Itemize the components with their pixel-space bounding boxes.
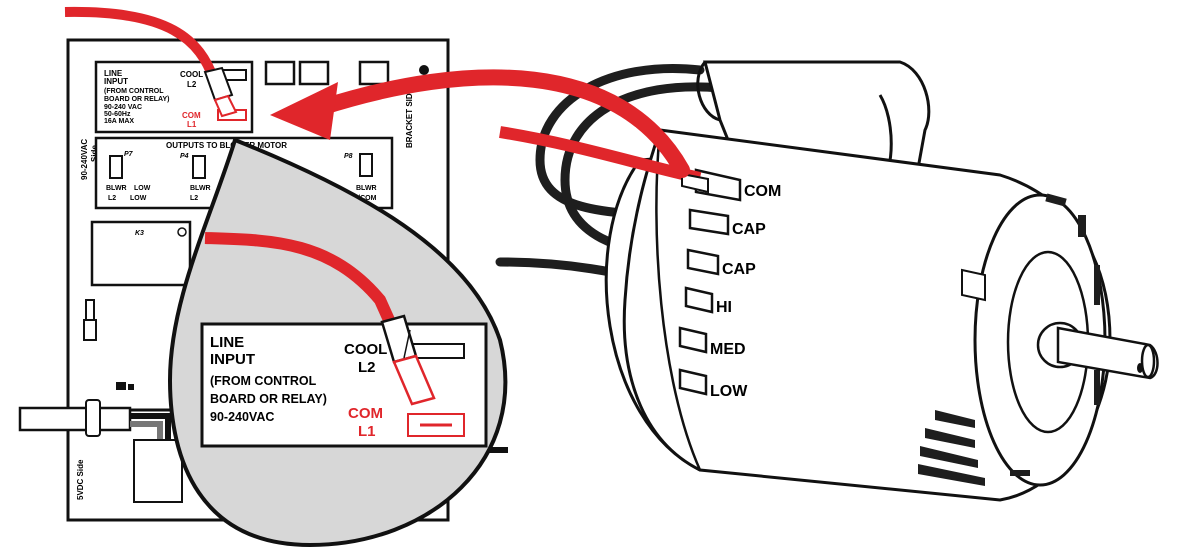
line-input-box: LINE INPUT (FROM CONTROL BOARD OR RELAY)… [94,60,254,134]
harness-plug [18,406,132,432]
terminal-label-cap-1: CAP [732,221,766,238]
top-connector-1 [264,60,296,86]
vent-1 [1045,193,1067,207]
cool-label: COOL [180,70,203,79]
arrow-shaft [312,69,690,178]
l2-label: L2 [187,80,197,89]
connector-p7-line4: LOW [130,195,147,202]
connector-p8-line1: BLWR [356,185,377,192]
terminal-label-low: LOW [710,383,748,400]
magnifier-callout: LINE INPUT (FROM CONTROL BOARD OR RELAY)… [167,137,508,548]
black-wire-cap-1 [535,64,705,220]
terminal-label-cap-2: CAP [722,261,756,278]
zoom-line-4: BOARD OR RELAY) [210,392,327,406]
com-wire-connector [681,172,709,194]
line-input-title-1: LINE [104,69,123,78]
fuse [83,319,97,341]
mounting-hole [419,65,429,75]
connector-p7 [109,155,123,179]
motor-base-vents [918,410,985,486]
top-connector-3 [358,60,390,86]
terminal-low [678,368,708,396]
vent-4 [1094,370,1100,405]
terminal-hi [684,286,714,314]
line-input-title-2: INPUT [104,77,128,86]
connector-p7-line3: L2 [108,195,116,202]
small-part-2 [128,384,134,390]
bracket-side-label: BRACKET SIDE [405,87,414,148]
zoom-line-5: 90-240VAC [210,410,274,424]
side-label-vac: 90-240VAC [80,139,89,180]
zoom-l1-label: L1 [358,423,376,440]
zoom-cool-label: COOL [344,341,387,358]
line-input-line-3: (FROM CONTROL [104,88,164,95]
zoom-connector-detail [403,329,411,359]
terminal-med [678,326,708,354]
vent-2 [1078,215,1086,237]
relay-dot [177,227,187,237]
vent-3 [1094,265,1100,305]
connector-p4-id: P4 [180,153,189,160]
red-arrow [270,69,690,178]
line-input-line-6: 50-60Hz [104,111,131,118]
vent-5 [1010,470,1030,476]
zoom-l2-terminal [411,343,465,359]
motor-tab [961,268,986,302]
arrow-head [270,82,338,140]
connector-p7-id: P7 [124,151,134,158]
zoom-title-2: INPUT [210,351,255,368]
terminal-cap-2 [686,248,720,276]
connector-p8 [359,153,373,177]
top-connector-2 [298,60,330,86]
connector-p4-line1: BLWR [190,185,211,192]
relay-k3: K3 [90,220,192,287]
outputs-header: OUTPUTS TO BLOWER MOTOR [166,141,287,150]
line-input-wire-connector [203,66,234,102]
connector-p7-line1: BLWR [106,185,127,192]
line-input-wire [64,6,219,82]
terminal-label-hi: HI [716,299,732,316]
capacitor-edge [696,61,721,122]
base-vent-4 [918,464,985,486]
terminal-cap-1 [688,208,730,236]
base-vent-3 [920,446,978,468]
zoom-wire [204,232,404,343]
side-label-vac-sub: Side [90,145,99,162]
terminal-label-med: MED [710,341,746,358]
line-input-wire-plug [213,94,238,118]
line-input-line-4: BOARD OR RELAY) [104,96,169,103]
top-connectors [264,60,390,86]
base-vent-2 [925,428,975,448]
motor-vents [1010,193,1100,476]
zoom-l2-label: L2 [358,359,376,376]
connector-p7-line2: LOW [134,185,151,192]
harness-clip [85,399,101,437]
blower-motor: COM CAP CAP HI MED LOW [495,60,1159,502]
zoom-line-3: (FROM CONTROL [210,374,317,388]
line-input-line-7: 16A MAX [104,118,134,125]
connector-p4 [192,155,206,179]
shaft-hole [1137,363,1143,373]
connector-block [133,439,183,503]
connector-p8-id: P8 [344,153,353,160]
shaft-end [1140,343,1156,379]
zoom-connector-tip [392,354,436,406]
com-label: COM [182,111,201,120]
side-label-vdc: 5VDC Side [76,459,85,500]
small-part [116,382,126,390]
terminal-label-com: COM [744,183,781,200]
zoom-com-label: COM [348,405,383,422]
connector-p4-line3: L2 [190,195,198,202]
zoom-title-1: LINE [210,334,244,351]
l1-label: L1 [187,120,197,129]
line-input-line-5: 90-240 VAC [104,104,142,111]
relay-label: K3 [135,230,144,237]
base-vent-1 [935,410,975,428]
